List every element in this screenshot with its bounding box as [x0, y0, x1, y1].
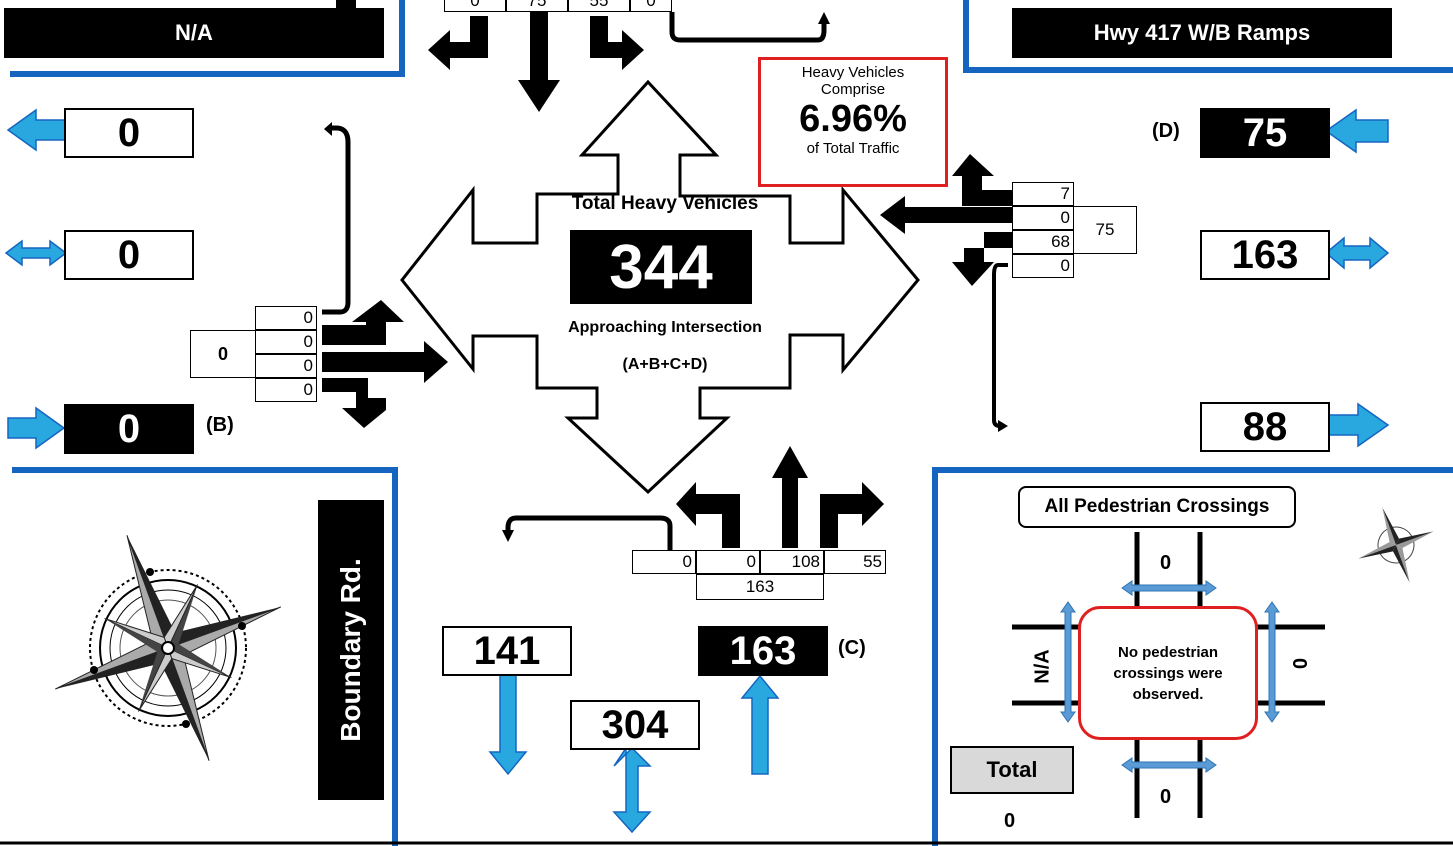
- south-left-arrow: [676, 482, 740, 548]
- compass-rose-small: [1358, 507, 1434, 583]
- south-right-arrow: [820, 482, 884, 548]
- west-in-volume: 0: [64, 404, 194, 454]
- west-out-arrow: [6, 108, 67, 152]
- center-formula: (A+B+C+D): [622, 356, 708, 373]
- west-out-volume: 0: [64, 108, 194, 158]
- east-approach-tag: (D): [1152, 120, 1180, 142]
- heavy-note-percent: 6.96%: [799, 98, 907, 140]
- south-in-arrow: [740, 674, 780, 775]
- south-movement-cell: 108: [760, 550, 824, 574]
- north-movement-cell: 75: [506, 0, 568, 12]
- east-movement-cell: 7: [1012, 182, 1074, 206]
- west-movement-cell: 0: [255, 378, 317, 402]
- north-movement-cell: 0: [630, 0, 672, 12]
- south-twoway-arrow: [612, 745, 652, 834]
- center-total: 344: [570, 230, 752, 304]
- east-out-volume: 88: [1200, 402, 1330, 452]
- south-in-volume: 163: [698, 626, 828, 676]
- east-in-arrow: [1324, 108, 1389, 154]
- pedestrian-south-count: 0: [1160, 786, 1172, 808]
- east-movement-cell: 68: [1012, 230, 1074, 254]
- west-right-arrow: [322, 378, 386, 428]
- north-movement-cell: 0: [444, 0, 506, 12]
- north-east-street-label: Hwy 417 W/B Ramps: [1012, 8, 1392, 58]
- south-uturn: [505, 515, 673, 550]
- east-approach-total: 75: [1073, 206, 1137, 254]
- east-out-arrow: [1325, 402, 1390, 448]
- east-in-volume: 75: [1200, 108, 1330, 158]
- east-movement-cell: 0: [1012, 206, 1074, 230]
- pedestrian-crossing-arrows: [1060, 580, 1280, 773]
- west-movement-cell: 0: [255, 354, 317, 378]
- north-west-label-sliver: [336, 0, 356, 12]
- south-out-volume: 141: [442, 626, 572, 676]
- heavy-note-line3: of Total Traffic: [806, 140, 900, 157]
- pedestrian-west-count: N/A: [1018, 648, 1068, 684]
- south-twoway-volume: 304: [570, 700, 700, 750]
- east-right-arrow: [952, 232, 1013, 286]
- east-uturn: [992, 263, 1008, 428]
- south-out-arrow: [488, 671, 528, 776]
- west-twoway-arrow: [4, 239, 68, 267]
- north-west-street-label: N/A: [4, 8, 384, 58]
- south-movement-cell: 0: [696, 550, 760, 574]
- pedestrian-east-count: 0: [1284, 648, 1314, 678]
- east-through-arrow: [880, 196, 1013, 234]
- heavy-note-line1: Heavy Vehicles: [801, 64, 905, 81]
- south-west-street-label-text: Boundary Rd.: [335, 558, 366, 742]
- corner-frames: [10, 0, 1453, 846]
- pedestrian-east-count-text: 0: [1288, 657, 1311, 669]
- heavy-vehicle-note: Heavy Vehicles Comprise 6.96% of Total T…: [758, 57, 948, 187]
- east-twoway-volume: 163: [1200, 230, 1330, 280]
- pedestrian-total-label: Total: [950, 746, 1074, 794]
- east-twoway-arrow: [1324, 236, 1390, 270]
- south-approach-tag: (C): [838, 637, 866, 659]
- west-movement-cell: 0: [255, 330, 317, 354]
- pedestrian-schematic: [1012, 532, 1325, 818]
- west-movement-cell: 0: [255, 306, 317, 330]
- center-subtitle: Approaching Intersection: [568, 319, 762, 336]
- compass-rose-large: [55, 535, 281, 761]
- west-in-arrow: [7, 406, 66, 450]
- west-twoway-volume: 0: [64, 230, 194, 280]
- north-uturn: [669, 12, 827, 43]
- north-movement-cell: 55: [568, 0, 630, 12]
- west-approach-total: 0: [190, 330, 256, 378]
- east-left-arrow: [952, 154, 1013, 206]
- west-approach-tag: (B): [206, 414, 234, 436]
- heavy-note-line2: Comprise: [820, 81, 886, 98]
- pedestrian-north-count: 0: [1160, 552, 1172, 574]
- south-west-street-label: Boundary Rd.: [318, 500, 384, 800]
- pedestrian-total-value: 0: [1004, 810, 1016, 832]
- west-left-arrow: [322, 300, 404, 345]
- south-movement-cell: 0: [632, 550, 696, 574]
- south-movement-cell: 55: [824, 550, 886, 574]
- pedestrian-title: All Pedestrian Crossings: [1018, 486, 1296, 528]
- south-through-arrow: [772, 446, 808, 548]
- pedestrian-west-count-text: N/A: [1031, 648, 1054, 684]
- north-turn-arrows: [428, 8, 644, 112]
- south-approach-total: 163: [696, 574, 824, 600]
- west-through-arrow: [322, 341, 448, 383]
- center-title: Total Heavy Vehicles: [571, 193, 759, 214]
- west-uturn: [322, 125, 351, 315]
- pedestrian-note-text: No pedestrian crossings were observed.: [1113, 643, 1223, 703]
- east-movement-cell: 0: [1012, 254, 1074, 278]
- pedestrian-note: No pedestrian crossings were observed.: [1078, 606, 1258, 740]
